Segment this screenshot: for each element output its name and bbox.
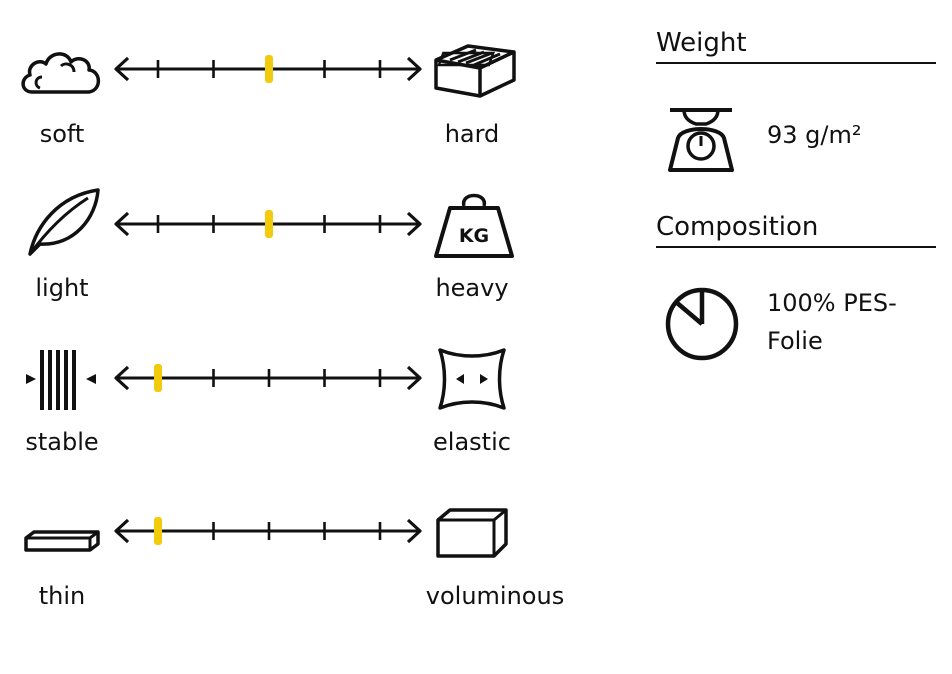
scale-left-arrowhead	[114, 211, 130, 237]
scale-track	[114, 55, 422, 83]
scale-left-label: thin	[38, 582, 86, 610]
compressed-lines-icon	[26, 350, 96, 410]
weight-divider	[656, 62, 936, 64]
thin-slab-icon	[24, 530, 100, 552]
pie-chart-icon	[665, 287, 739, 361]
scale-track	[114, 364, 422, 392]
scale-left-label: stable	[25, 428, 99, 456]
kg-text: KG	[459, 225, 489, 247]
scale-right-arrowhead	[406, 56, 422, 82]
scale-right-label: elastic	[433, 428, 511, 456]
scale-left-arrowhead	[114, 365, 130, 391]
kitchen-scale-icon	[668, 108, 734, 172]
stretch-fabric-icon	[438, 348, 506, 410]
scale-right-arrowhead	[406, 211, 422, 237]
scale-track	[114, 517, 422, 545]
cloud-icon	[21, 52, 101, 94]
scale-marker	[265, 210, 273, 238]
scale-track	[114, 210, 422, 238]
composition-heading: Composition	[656, 212, 819, 242]
weight-value: 93 g/m²	[767, 121, 862, 149]
scale-right-label: heavy	[435, 274, 509, 302]
kg-weight-icon: KG	[434, 193, 514, 258]
composition-line-1: 100% PES-	[767, 289, 897, 317]
scale-right-label: hard	[444, 120, 500, 148]
box-icon	[436, 508, 508, 558]
scale-left-label: soft	[39, 120, 85, 148]
scale-left-arrowhead	[114, 56, 130, 82]
scale-marker	[265, 55, 273, 83]
scale-left-label: light	[35, 274, 89, 302]
brick-icon	[434, 44, 516, 98]
composition-line-2: Folie	[767, 327, 823, 355]
scale-marker	[154, 364, 162, 392]
scale-right-arrowhead	[406, 518, 422, 544]
scale-left-arrowhead	[114, 518, 130, 544]
feather-icon	[28, 188, 100, 256]
composition-divider	[656, 246, 936, 248]
scale-right-label: voluminous	[425, 582, 565, 610]
scale-right-arrowhead	[406, 365, 422, 391]
scale-marker	[154, 517, 162, 545]
weight-heading: Weight	[656, 28, 747, 58]
